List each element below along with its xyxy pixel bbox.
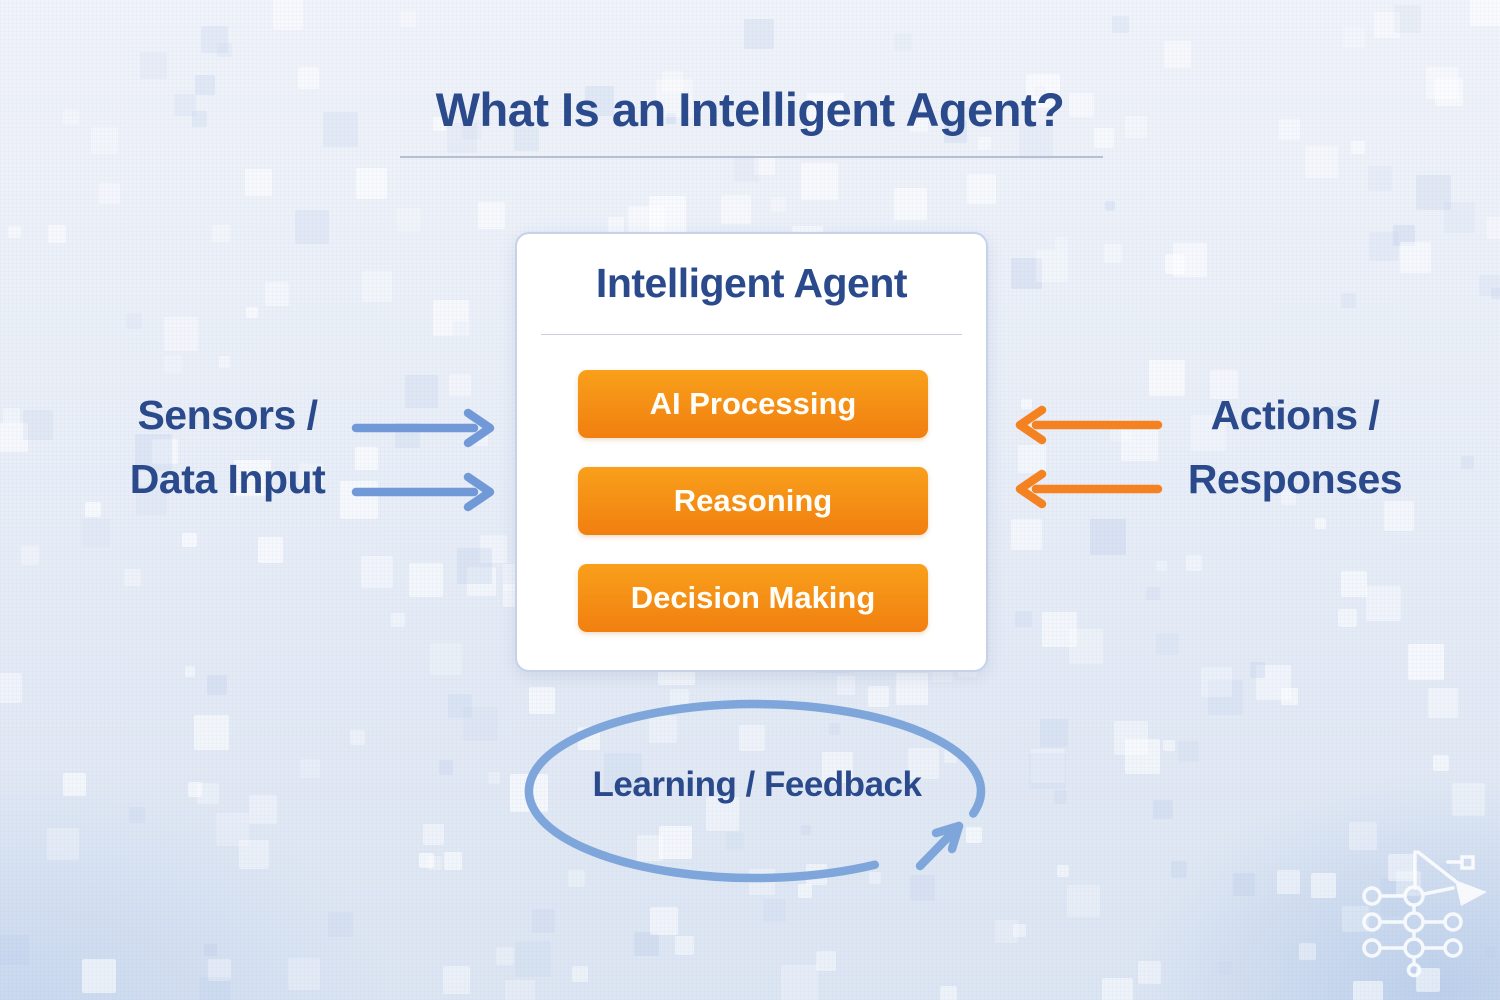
cursor-triangle [1455,880,1487,906]
output-arrows-icon [1015,405,1163,509]
network-node [1443,938,1463,958]
actions-responses-label: Actions / Responses [1145,383,1445,511]
sensors-label-line2: Data Input [129,456,326,502]
network-node [1362,938,1382,958]
left-arrow-icon [1015,469,1163,509]
page-title: What Is an Intelligent Agent? [435,83,1065,136]
sensors-label-line1: Sensors / [137,392,318,438]
cursor-line [1416,850,1461,886]
network-node [1362,912,1382,932]
network-node [1403,911,1425,933]
right-arrow-icon [351,408,495,448]
network-node [1403,885,1425,907]
square-node [1460,855,1475,870]
title-divider [400,156,1103,158]
elliptical-loop [524,699,986,883]
actions-label-line2: Responses [1187,456,1403,502]
feedback-loop-icon [524,699,986,883]
network-node-small [1406,962,1422,978]
component-decision-making: Decision Making [578,564,928,632]
component-reasoning: Reasoning [578,467,928,535]
intelligent-agent-card: Intelligent Agent AI Processing Reasonin… [515,232,988,672]
network-circuit-cursor-icon [1362,850,1487,978]
component-ai-processing: AI Processing [578,370,928,438]
agent-card-divider [541,334,962,335]
network-node [1403,937,1425,959]
agent-card-title: Intelligent Agent [595,260,908,306]
left-arrow-icon [1015,405,1163,445]
loop-arrowhead-icon [915,821,964,871]
sensors-data-input-label: Sensors / Data Input [60,383,395,511]
network-node [1362,886,1382,906]
learning-feedback-label: Learning / Feedback [592,765,922,804]
network-node [1443,912,1463,932]
right-arrow-icon [351,472,495,512]
network-link [1422,886,1455,896]
input-arrows-icon [351,408,495,512]
actions-label-line1: Actions / [1210,392,1380,438]
